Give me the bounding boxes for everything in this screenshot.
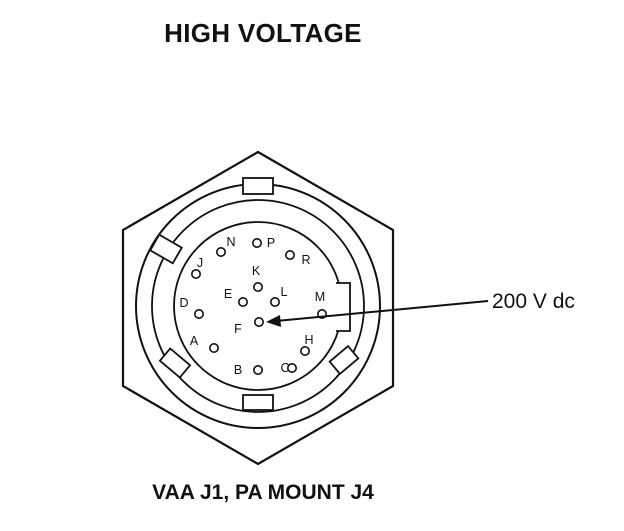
pin-a-label: A bbox=[190, 334, 199, 348]
pin-c-socket bbox=[286, 362, 297, 373]
pin-l-label: L bbox=[281, 285, 288, 299]
ring-tab-bottom bbox=[242, 394, 274, 411]
hex-nut-outline bbox=[121, 150, 395, 466]
pin-d-label: D bbox=[179, 296, 188, 310]
pin-h-label: H bbox=[304, 333, 313, 347]
pin-n-label: N bbox=[226, 235, 235, 249]
pin-a-socket bbox=[209, 342, 220, 353]
pin-h-socket bbox=[299, 345, 310, 356]
pin-k-label: K bbox=[252, 264, 261, 278]
ring-tab-lower-left bbox=[158, 347, 192, 379]
pin-j-label: J bbox=[197, 256, 203, 270]
pin-b-label: B bbox=[234, 363, 242, 377]
pin-d-socket bbox=[194, 308, 205, 319]
diagram-title: HIGH VOLTAGE bbox=[164, 18, 362, 48]
pin-b-socket bbox=[253, 364, 264, 375]
callout-arrowhead bbox=[266, 315, 281, 327]
pin-f-label: F bbox=[234, 322, 242, 336]
callout-leader-line bbox=[275, 300, 489, 322]
ring-tab-lower-right bbox=[328, 344, 360, 376]
pin-r-label: R bbox=[301, 253, 310, 267]
pin-m-label: M bbox=[315, 290, 325, 304]
pins-group: N P J R K E L D M F A H B C bbox=[179, 235, 327, 377]
pin-f-socket bbox=[254, 316, 265, 327]
coupling-ring-inner bbox=[151, 199, 365, 413]
pin-p-socket bbox=[252, 238, 263, 249]
pin-j-socket bbox=[191, 268, 202, 279]
callout-label: 200 V dc bbox=[492, 290, 575, 313]
ring-tab-top bbox=[242, 177, 274, 195]
pin-e-socket bbox=[238, 296, 249, 307]
diagram-caption: VAA J1, PA MOUNT J4 bbox=[152, 481, 374, 504]
pin-n-socket bbox=[216, 247, 227, 258]
pin-e-label: E bbox=[224, 287, 232, 301]
ring-tab-upper-left bbox=[149, 233, 183, 265]
pin-c-label: C bbox=[280, 361, 289, 375]
pin-l-socket bbox=[269, 296, 280, 307]
keyway-notch bbox=[336, 282, 351, 332]
pin-p-label: P bbox=[267, 236, 275, 250]
pin-r-socket bbox=[284, 250, 295, 261]
pin-k-socket bbox=[253, 281, 264, 292]
